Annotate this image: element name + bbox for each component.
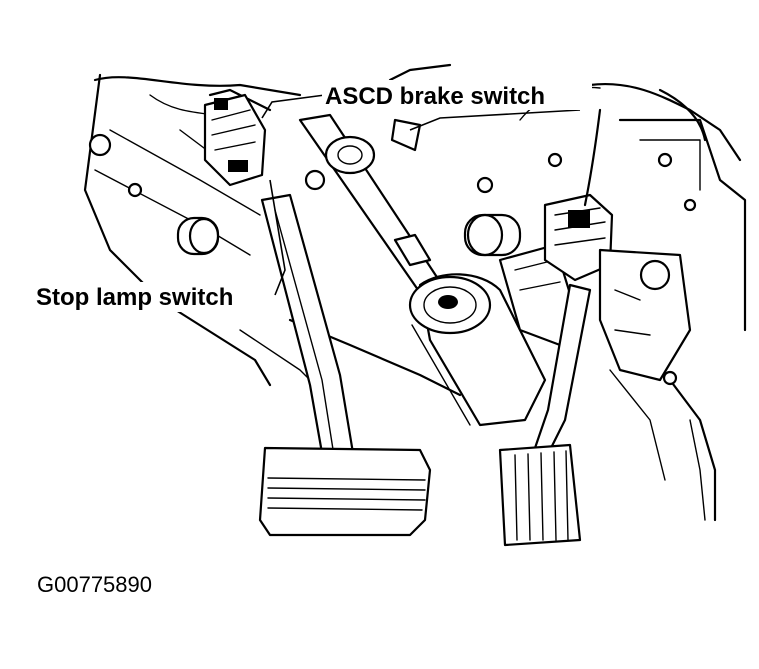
accelerator-sensor	[543, 108, 692, 386]
brake-booster	[408, 273, 547, 427]
ascd-leader-line	[261, 94, 326, 119]
ascd-label-bg	[322, 80, 592, 110]
pedal-pivot-roller	[176, 216, 220, 256]
stop-lamp-switch-part	[203, 93, 326, 191]
ascd-brake-switch-part	[324, 118, 422, 175]
stop-lamp-switch-label: Stop lamp switch	[36, 284, 233, 311]
brake-pedal-pad	[258, 446, 432, 537]
figure-code: G00775890	[37, 572, 152, 597]
stop-lamp-leader-line	[269, 179, 286, 296]
accelerator-pedal-pad	[498, 443, 582, 547]
stop-lamp-label-bg	[33, 282, 273, 312]
ascd-brake-switch-label: ASCD brake switch	[325, 83, 545, 110]
ascd-leader-line-2	[409, 109, 581, 131]
brake-pedal-arm	[260, 193, 357, 472]
